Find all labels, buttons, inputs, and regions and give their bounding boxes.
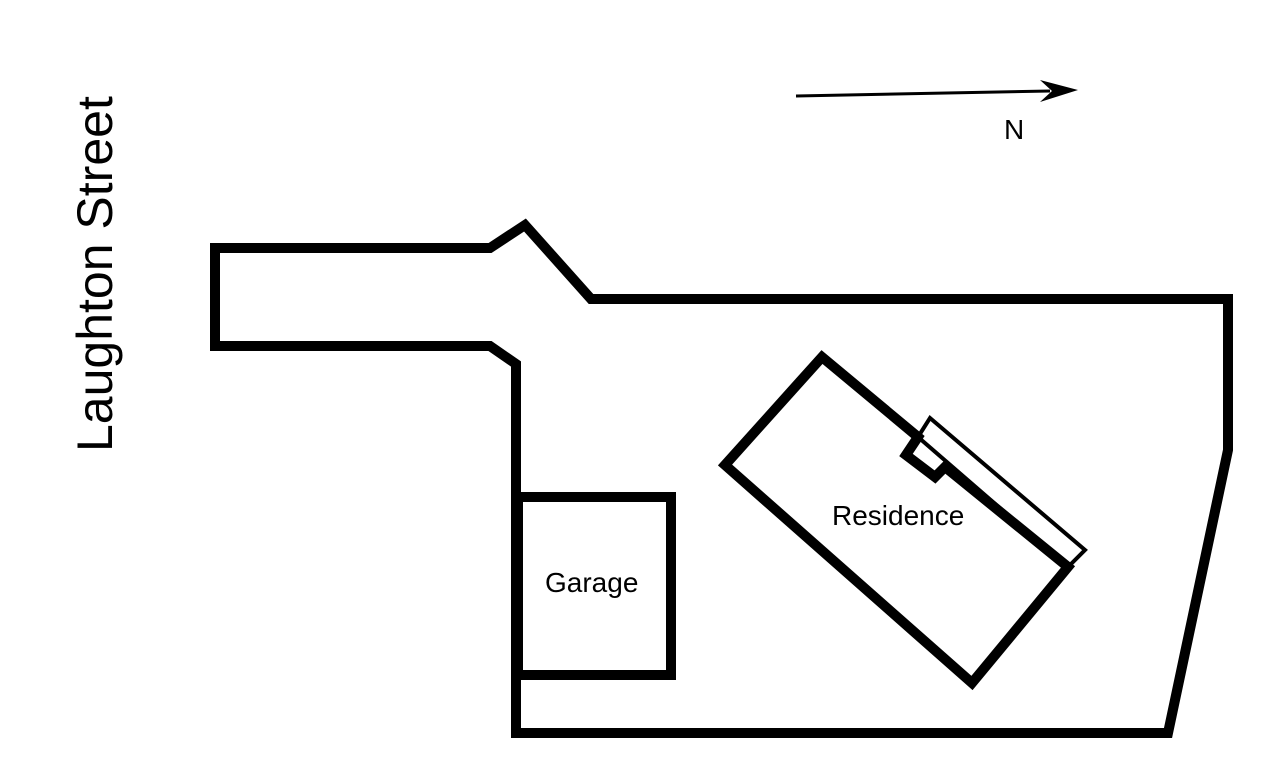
garage-building: [513, 492, 676, 680]
residence-porch: [915, 414, 1088, 570]
north-label: N: [1004, 114, 1024, 145]
property-boundary: [210, 218, 1233, 738]
residence-label: Residence: [832, 500, 964, 531]
garage-label: Garage: [545, 567, 638, 598]
north-arrow-head-icon: [1040, 80, 1078, 102]
north-arrow: [795, 80, 1078, 102]
north-arrow-shaft: [795, 89, 1051, 98]
residence-building: [717, 350, 1076, 691]
street-label: Laughton Street: [67, 96, 123, 452]
